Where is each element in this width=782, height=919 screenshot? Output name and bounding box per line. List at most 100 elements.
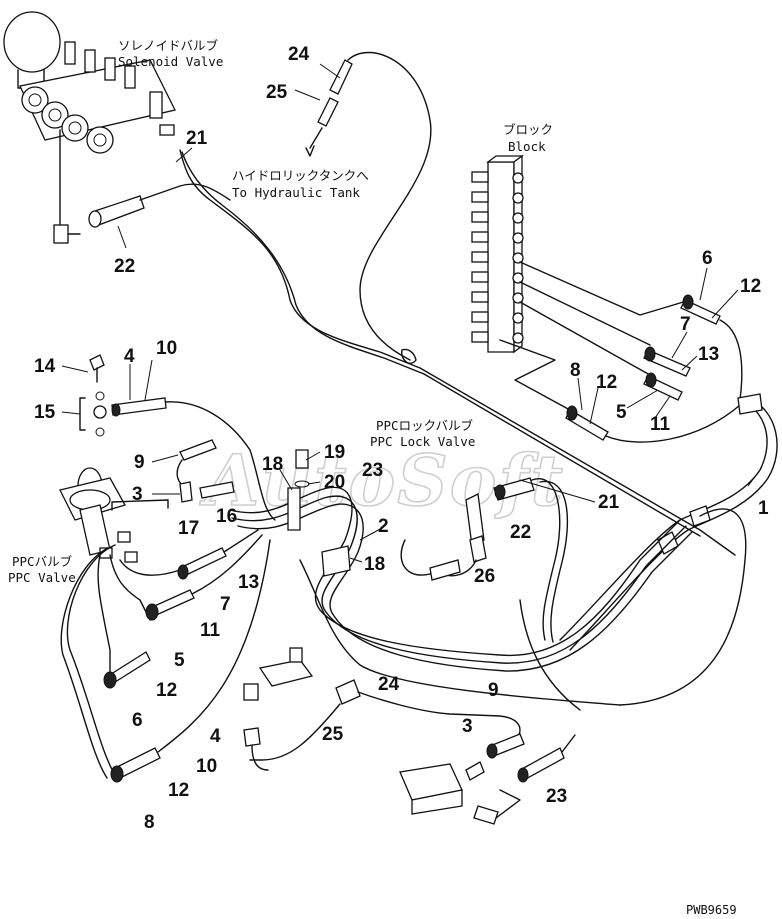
bundle-a [229, 486, 681, 657]
hose-21-lower [181, 151, 425, 375]
block-port-right [512, 272, 524, 284]
caption-ppc-valve-jp: PPCバルブ [12, 554, 73, 569]
block-port-right [512, 172, 524, 184]
callout-25: 25 [266, 82, 288, 103]
ppc-valve [59, 467, 138, 563]
caption-tank-en: To Hydraulic Tank [232, 185, 360, 200]
block-port-right [512, 332, 524, 344]
caption-ppc-lock-jp: PPCロックバルブ [376, 418, 473, 433]
block-port-right [512, 312, 524, 324]
fitting-23-bottom [517, 734, 576, 783]
clamp-18b [321, 545, 351, 577]
hose-26 [519, 599, 581, 711]
callout-18: 18 [262, 454, 283, 475]
block-port-right [512, 292, 524, 304]
callout-7: 7 [680, 314, 691, 335]
bundle-c [237, 503, 693, 672]
callout-26: 26 [474, 566, 495, 587]
callout-23b: 23 [546, 786, 567, 807]
callout-9b: 9 [488, 680, 499, 701]
callout-numbers: 24 25 21 22 6 12 7 13 8 12 5 11 14 4 10 … [34, 44, 769, 833]
callout-8b: 8 [144, 812, 155, 833]
seal-15a [95, 391, 105, 401]
callout-3: 3 [132, 484, 143, 505]
callout-5b: 5 [174, 650, 185, 671]
ppc-lock-valve-hoses [400, 477, 569, 643]
ppc-lock-valve-body [399, 761, 521, 825]
hose-9-3 [176, 439, 217, 503]
distribution-block [471, 154, 524, 354]
bolt-14 [89, 354, 105, 383]
callout-6b: 6 [132, 710, 143, 731]
fitting-6-12 [680, 294, 743, 401]
watermark: AutoSoft [199, 439, 565, 522]
callout-9: 9 [134, 452, 145, 473]
fitting-4-10 [111, 397, 276, 521]
callout-17: 17 [178, 518, 199, 539]
bracket-17 [111, 499, 169, 511]
block-port-right [512, 252, 524, 264]
solenoid-small [243, 647, 314, 701]
callout-12: 12 [740, 276, 761, 297]
block-port-left [471, 171, 489, 183]
callout-23: 23 [362, 460, 383, 481]
block-port-left [471, 211, 489, 223]
hose-21-upper [179, 149, 421, 369]
callout-24b: 24 [378, 674, 400, 695]
fitting-5-11-left [145, 534, 263, 621]
fitting-4-10-bottom [243, 727, 269, 771]
callout-22: 22 [114, 256, 135, 277]
callout-2: 2 [378, 516, 389, 537]
caption-solenoid-jp: ソレノイドバルブ [118, 38, 219, 53]
callout-21b: 21 [598, 492, 620, 513]
callout-15: 15 [34, 402, 56, 423]
callout-7b: 7 [220, 594, 231, 615]
callout-11b: 11 [200, 620, 221, 641]
callout-25b: 25 [322, 724, 344, 745]
callout-21: 21 [186, 128, 208, 149]
fitting-3-bottom [486, 733, 525, 759]
hose-21-run-b [423, 373, 701, 537]
block-line-c [519, 301, 651, 376]
block-port-left [471, 271, 489, 283]
callout-16: 16 [216, 506, 237, 527]
callout-24: 24 [288, 44, 310, 65]
drawing-code: PWB9659 [686, 903, 737, 917]
hose-bundle-1-b [569, 397, 778, 651]
bundle-b [231, 495, 687, 664]
hose-21-run [419, 367, 736, 556]
callout-1: 1 [758, 498, 769, 519]
seal-15c [95, 427, 105, 437]
fitting-7-13-left [177, 529, 259, 580]
callout-4: 4 [124, 346, 135, 367]
block-port-left [471, 251, 489, 263]
fitting-6-12-left [103, 651, 151, 689]
caption-tank-jp: ハイドロリックタンクへ [232, 168, 369, 183]
callout-8: 8 [570, 360, 581, 381]
callout-3b: 3 [462, 716, 473, 737]
callout-22b: 22 [510, 522, 531, 543]
callout-12c: 12 [156, 680, 177, 701]
callout-20: 20 [324, 472, 345, 493]
block-port-left [471, 331, 489, 343]
leader-lines [61, 63, 761, 563]
callout-14: 14 [34, 356, 56, 377]
block-port-left [471, 291, 489, 303]
clamp-18 [287, 487, 301, 531]
fitting-5-11 [643, 372, 683, 401]
callout-12d: 12 [168, 780, 189, 801]
block-line-a [519, 261, 691, 316]
caption-ppc-lock-en: PPC Lock Valve [370, 434, 475, 449]
bolt-16 [199, 481, 235, 499]
fitting-8-12-left [110, 539, 271, 783]
callout-18b: 18 [364, 554, 385, 575]
block-line-d [499, 339, 571, 411]
bundle-d [299, 559, 621, 706]
solenoid-valve-assembly [3, 11, 176, 244]
callout-12b: 12 [596, 372, 617, 393]
callout-10b: 10 [196, 756, 217, 777]
callout-4b: 4 [210, 726, 221, 747]
caption-solenoid-en: Solenoid Valve [118, 54, 223, 69]
callout-5: 5 [616, 402, 627, 423]
